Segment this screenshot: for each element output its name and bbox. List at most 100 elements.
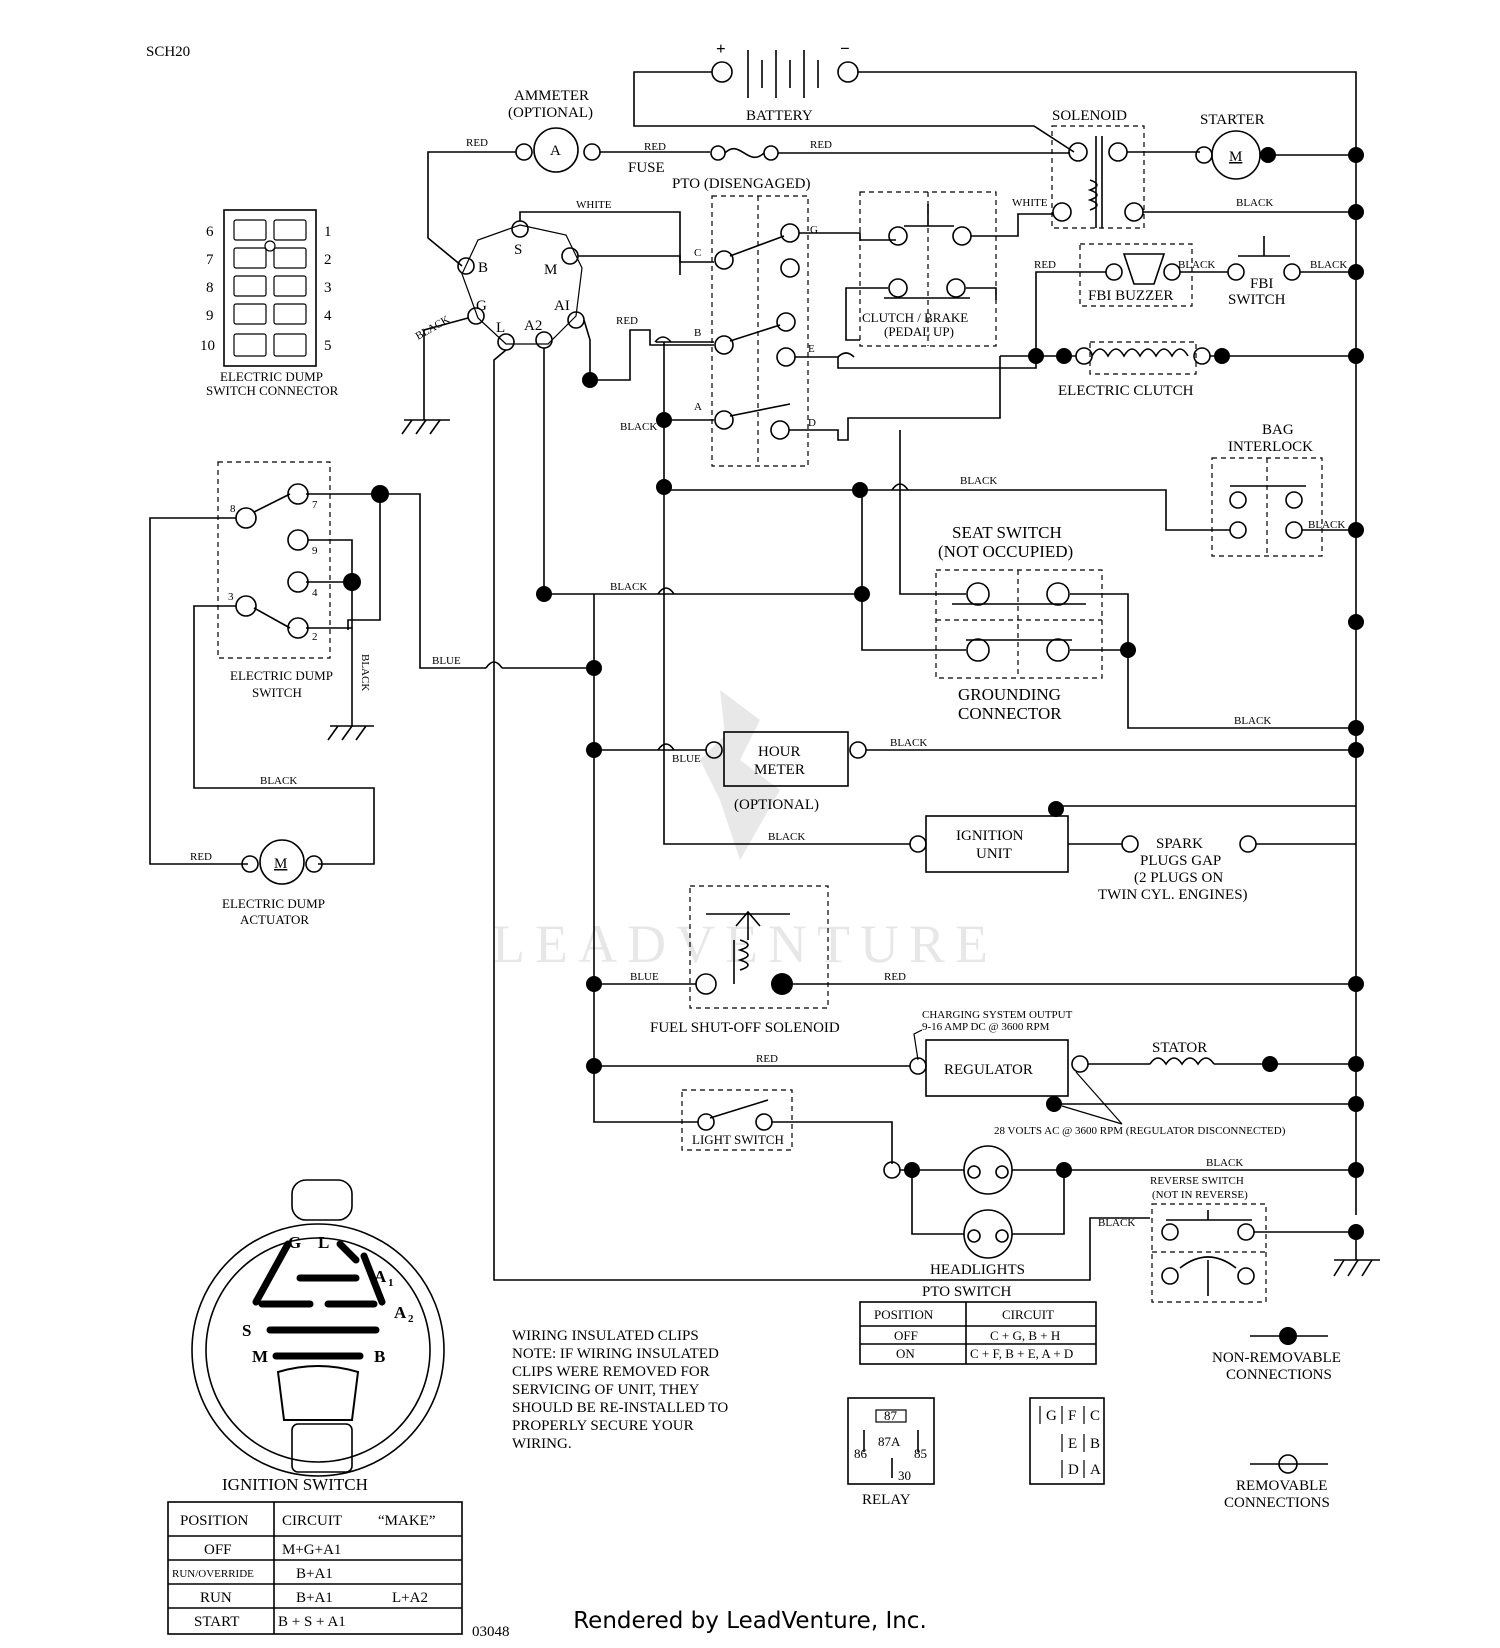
wire-black-seat: BLACK (1234, 715, 1271, 727)
wire-black-bag: BLACK (960, 475, 997, 487)
light-switch-label: LIGHT SWITCH (692, 1132, 784, 1147)
ignition-unit-label: IGNITION (956, 828, 1024, 844)
grounding-label: GROUNDING (958, 685, 1061, 704)
electric-clutch: ELECTRIC CLUTCH (1058, 341, 1211, 399)
legend-removable-1: REMOVABLE (1236, 1478, 1327, 1494)
face-S: S (242, 1321, 251, 1340)
ammeter-letter: A (550, 143, 561, 159)
ignition-unit-sub: UNIT (976, 846, 1012, 862)
battery-minus: − (840, 39, 850, 58)
dump-pin-9: 9 (312, 545, 318, 557)
stator: STATOR (1149, 1040, 1215, 1066)
battery: + − BATTERY (711, 39, 859, 124)
pto-term-D: D (808, 417, 816, 429)
pto-label: PTO (DISENGAGED) (672, 176, 810, 192)
footer-credit: Rendered by LeadVenture, Inc. (573, 1608, 927, 1634)
fuel-shutoff-label: FUEL SHUT-OFF SOLENOID (650, 1020, 840, 1036)
electric-dump-actuator: M ELECTRIC DUMP ACTUATOR (222, 839, 325, 927)
ptoc-F: F (1068, 1408, 1076, 1424)
pto-r1-circ: C + F, B + E, A + D (970, 1346, 1073, 1361)
ignition-table: POSITION CIRCUIT “MAKE” OFF M+G+A1 RUN/O… (167, 1501, 463, 1635)
ign-r2-pos: RUN (200, 1590, 232, 1606)
fbi-switch-sub: SWITCH (1228, 292, 1286, 308)
ign-term-AI: AI (554, 298, 570, 314)
pto-term-E: E (808, 343, 815, 355)
dump-pin-3: 3 (228, 591, 234, 603)
fbi-switch: FBI SWITCH (1227, 236, 1301, 308)
face-M: M (252, 1347, 268, 1366)
relay-pin-86: 86 (854, 1446, 868, 1461)
note-line-5: SHOULD BE RE-INSTALLED TO (512, 1400, 728, 1416)
note-line-6: PROPERLY SECURE YOUR (512, 1418, 694, 1434)
dump-actuator-letter: M (274, 856, 287, 872)
wire-red-dump: RED (190, 851, 212, 863)
relay-pin-85: 85 (914, 1446, 927, 1461)
conn-pin-7: 7 (206, 252, 214, 268)
ptoc-D: D (1068, 1462, 1079, 1478)
dump-switch-label: ELECTRIC DUMP (230, 668, 333, 683)
wire-blue-fuel: BLUE (630, 971, 659, 983)
pto-table-title: PTO SWITCH (922, 1284, 1011, 1300)
ground-symbol-dump (327, 725, 374, 741)
wire-red-fuse-left: RED (644, 141, 666, 153)
ign-term-S: S (514, 242, 522, 258)
ign-r0-circ: M+G+A1 (282, 1542, 341, 1558)
ign-r2-circ: B+A1 (296, 1590, 333, 1606)
spark-label-2: PLUGS GAP (1140, 853, 1221, 869)
pto-switch: C B A G E D PTO (DISENGAGED) (672, 176, 818, 467)
seat-switch-sub: (NOT OCCUPIED) (938, 542, 1073, 561)
ign-r1-pos: RUN/OVERRIDE (172, 1568, 254, 1580)
face-A1-sub: 1 (388, 1277, 394, 1289)
ign-term-L: L (496, 320, 505, 336)
bag-interlock-label: BAG (1262, 422, 1294, 438)
ammeter-label: AMMETER (514, 88, 589, 104)
conn-pin-3: 3 (324, 280, 332, 296)
conn-pin-4: 4 (324, 308, 332, 324)
pto-r1-pos: ON (896, 1346, 915, 1361)
volts-ac-label: 28 VOLTS AC @ 3600 RPM (REGULATOR DISCON… (994, 1125, 1286, 1137)
spark-label-3: (2 PLUGS ON (1134, 870, 1223, 886)
wire-black-rev: BLACK (1098, 1217, 1135, 1229)
wire-black-fbi-2: BLACK (1310, 259, 1347, 271)
ptoc-E: E (1068, 1436, 1077, 1452)
conn-pin-9: 9 (206, 308, 214, 324)
relay-pin-30: 30 (898, 1468, 911, 1483)
seat-switch-label: SEAT SWITCH (952, 523, 1062, 542)
ignition-switch-label: IGNITION SWITCH (222, 1475, 368, 1494)
conn-pin-2: 2 (324, 252, 332, 268)
grounding-sub: CONNECTOR (958, 704, 1062, 723)
conn-pin-10: 10 (200, 338, 215, 354)
dump-pin-4: 4 (312, 587, 318, 599)
ign-r2-make: L+A2 (392, 1590, 428, 1606)
relay-pin-87A: 87A (878, 1434, 901, 1449)
pto-term-C: C (694, 247, 701, 259)
conn-pin-1: 1 (324, 224, 332, 240)
charging-label-1: CHARGING SYSTEM OUTPUT (922, 1009, 1073, 1021)
seat-switch: SEAT SWITCH (NOT OCCUPIED) GROUNDING CON… (935, 523, 1103, 723)
electric-clutch-label: ELECTRIC CLUTCH (1058, 383, 1194, 399)
wire-blue-dump: BLUE (432, 655, 461, 667)
wire-red-fuel: RED (884, 971, 906, 983)
wire-white-s: WHITE (576, 199, 612, 211)
solenoid-label: SOLENOID (1052, 108, 1127, 124)
wire-red-reg: RED (756, 1053, 778, 1065)
ptoc-B: B (1090, 1436, 1100, 1452)
charging-label-2: 9-16 AMP DC @ 3600 RPM (922, 1021, 1050, 1033)
dump-pin-2: 2 (312, 631, 318, 643)
legend-removable: REMOVABLE CONNECTIONS (1224, 1454, 1330, 1511)
spark-plugs: SPARK PLUGS GAP (2 PLUGS ON TWIN CYL. EN… (1098, 835, 1257, 903)
ign-r3-pos: START (194, 1614, 239, 1630)
electric-dump-switch: 8 7 9 4 3 2 ELECTRIC DUMP SWITCH (217, 461, 333, 700)
legend-nonremovable-2: CONNECTIONS (1226, 1367, 1332, 1383)
starter-motor-letter: M (1229, 149, 1242, 165)
wire-black-ground: BLACK (414, 314, 452, 343)
fbi-buzzer-label: FBI BUZZER (1088, 288, 1173, 304)
ign-th-circuit: CIRCUIT (282, 1513, 342, 1529)
wire-blue-hour: BLUE (672, 753, 701, 765)
pto-connector: G F C E B D A (1029, 1397, 1105, 1485)
wire-red-ai: RED (616, 315, 638, 327)
ignition-switch-schematic: S M B G L A2 AI (457, 220, 585, 351)
fuel-shutoff-solenoid: FUEL SHUT-OFF SOLENOID (650, 885, 840, 1036)
face-A2: A (394, 1303, 407, 1322)
